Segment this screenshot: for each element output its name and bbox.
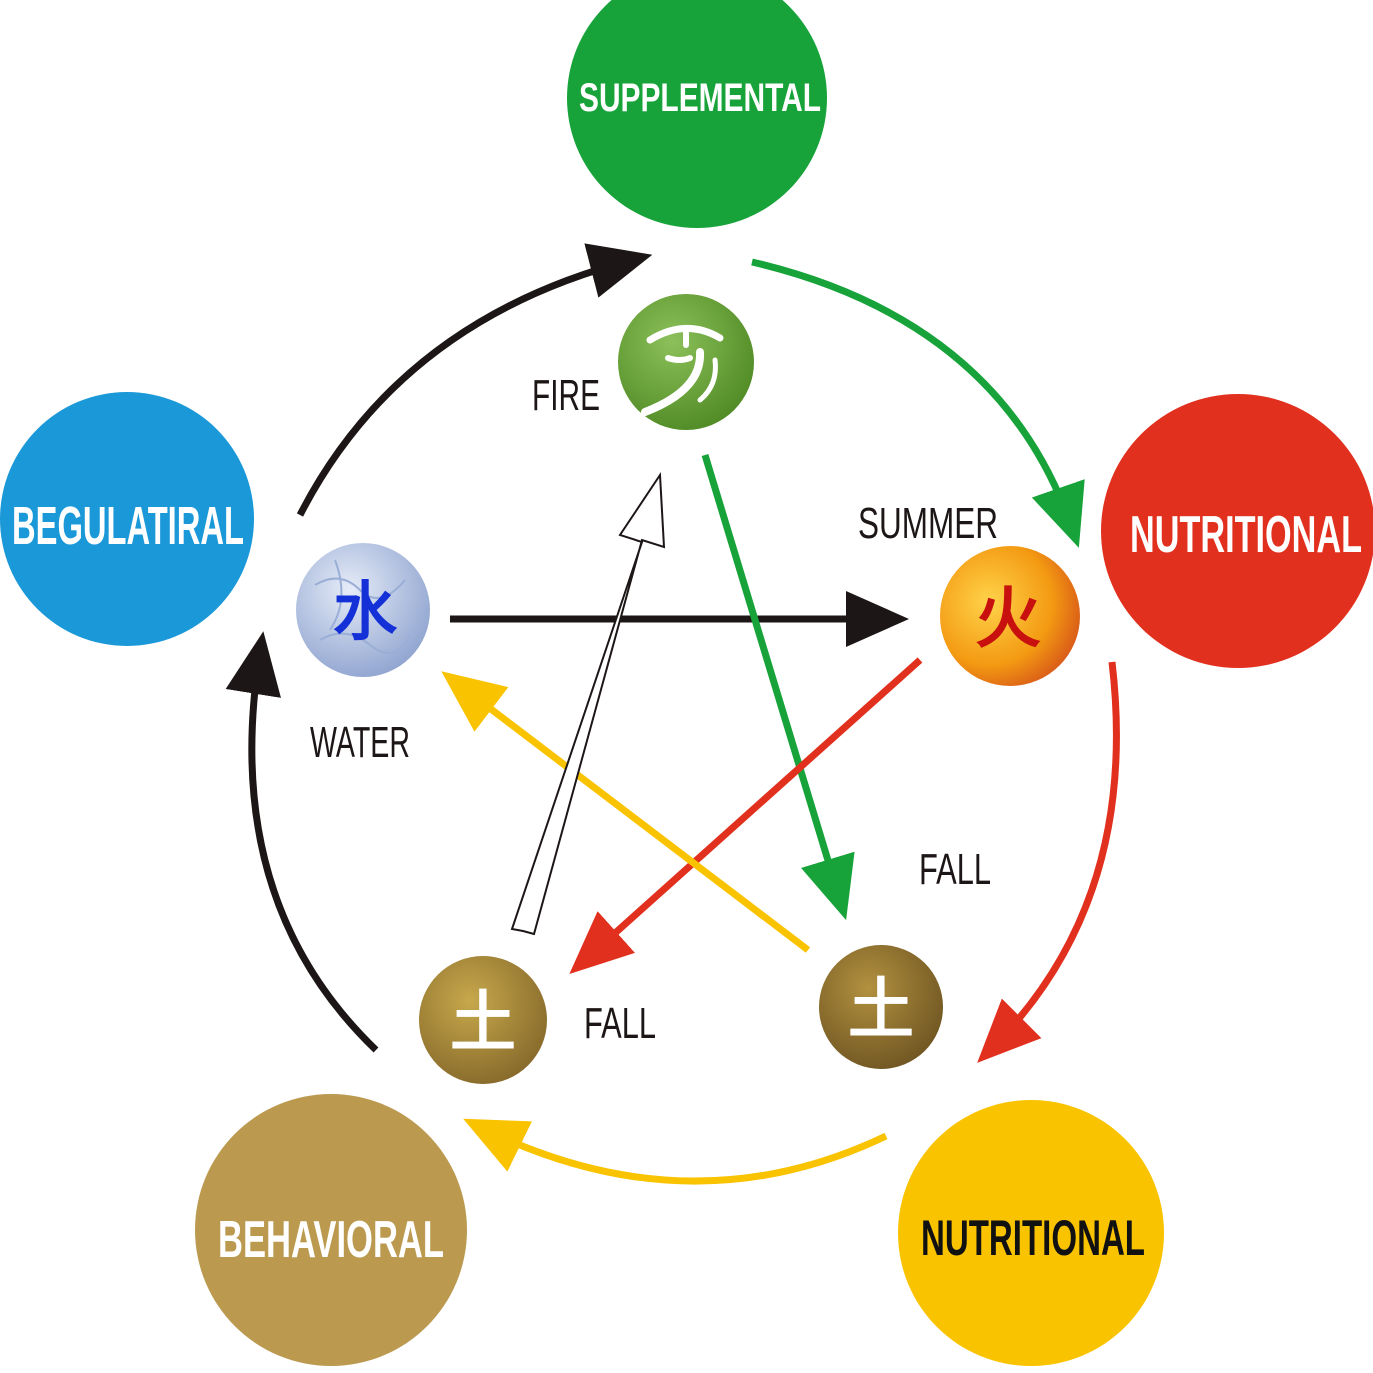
node-supplemental: SUPPLEMENTAL xyxy=(567,0,827,228)
element-summer: 火 SUMMER xyxy=(858,499,1080,686)
node-behavioral-label: BEHAVIORAL xyxy=(218,1211,444,1269)
arrow-fire-to-fall-right xyxy=(701,453,855,921)
node-behavioral: BEHAVIORAL xyxy=(195,1094,467,1366)
water-texture xyxy=(314,559,411,654)
arrow-nutritional-red-to-nutritional-yellow xyxy=(977,661,1120,1063)
node-supplemental-label: SUPPLEMENTAL xyxy=(579,76,821,120)
element-fall-left-label: FALL xyxy=(584,999,656,1048)
earth-glyph-icon: 土 xyxy=(450,983,516,1061)
element-water: 水 WATER xyxy=(296,543,430,767)
element-fall-left: 土 FALL xyxy=(419,956,656,1084)
node-nutritional-yellow-label: NUTRITIONAL xyxy=(921,1210,1145,1266)
fire-glyph-icon: 火 xyxy=(975,579,1041,657)
element-fall-right: 土 FALL xyxy=(819,845,991,1069)
element-fire-label: FIRE xyxy=(532,371,600,420)
arrow-summer-to-fall-left xyxy=(569,657,923,975)
arrow-supplemental-to-nutritional-red xyxy=(751,258,1085,548)
arrow-fall-right-to-water xyxy=(441,671,811,953)
node-nutritional-yellow: NUTRITIONAL xyxy=(898,1100,1164,1366)
element-summer-label: SUMMER xyxy=(858,499,998,548)
element-fall-right-label: FALL xyxy=(919,845,991,894)
arrow-begulatiral-to-supplemental xyxy=(296,243,653,517)
element-water-label: WATER xyxy=(310,718,410,767)
node-nutritional-red-label: NUTRITIONAL xyxy=(1130,506,1362,564)
arrow-behavioral-to-begulatiral xyxy=(225,631,379,1053)
earth-glyph-icon: 土 xyxy=(848,970,914,1048)
wood-glyph-icon xyxy=(641,325,724,416)
node-nutritional-red: NUTRITIONAL xyxy=(1101,394,1373,668)
node-begulatiral: BEGULATIRAL xyxy=(0,392,254,646)
water-glyph-icon: 水 xyxy=(333,575,398,650)
arrow-nutritional-yellow-to-behavioral xyxy=(463,1118,888,1185)
element-fire: FIRE xyxy=(532,294,754,430)
node-begulatiral-label: BEGULATIRAL xyxy=(12,496,244,556)
arrow-fall-left-to-fire xyxy=(510,471,666,936)
